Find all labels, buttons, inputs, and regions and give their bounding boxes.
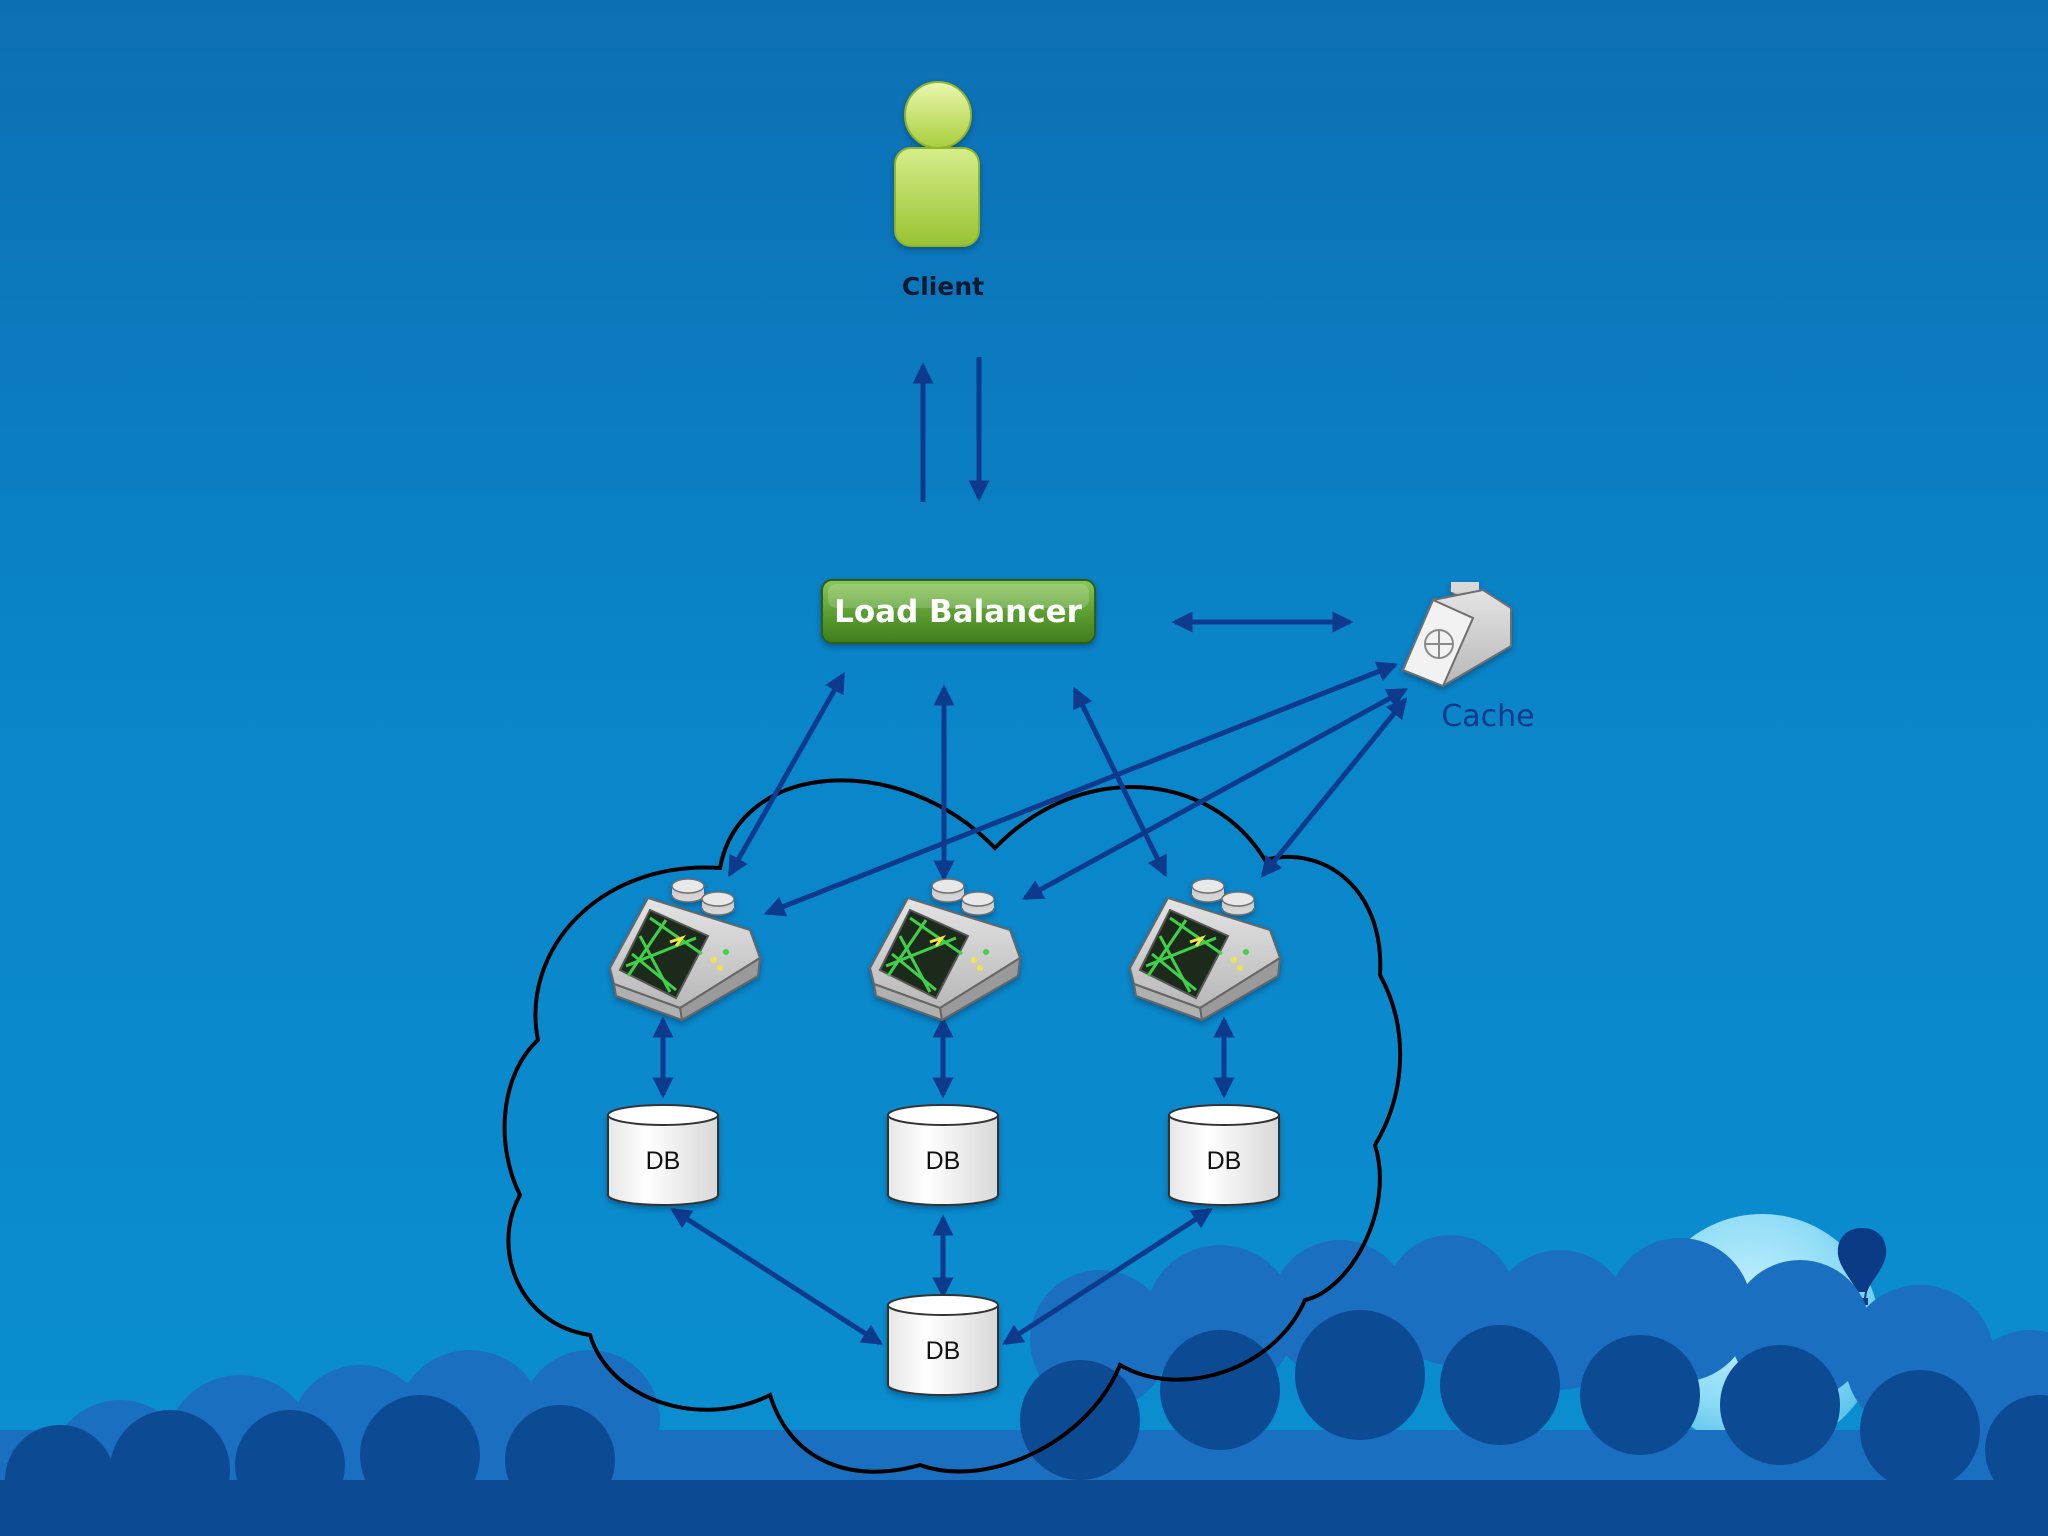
db-label: DB: [646, 1147, 681, 1175]
server-icon: [1128, 878, 1282, 1022]
db-3: DB: [1168, 1104, 1280, 1206]
arrow-cache-server-3: [1260, 697, 1408, 878]
db-1: DB: [607, 1104, 719, 1206]
connections: [652, 357, 1409, 1346]
db-label: DB: [1207, 1147, 1242, 1175]
server-2: [868, 878, 1022, 1022]
db-label: DB: [926, 1337, 961, 1365]
databases: DB DB DB DB: [607, 1104, 1280, 1396]
db-2: DB: [887, 1104, 999, 1206]
servers: [608, 878, 1282, 1022]
db-label: DB: [926, 1147, 961, 1175]
arrow-db3-db4: [1002, 1207, 1213, 1346]
load-balancer-label: Load Balancer: [834, 594, 1083, 630]
client-node: Client: [894, 81, 984, 301]
load-balancer-node[interactable]: Load Balancer: [821, 579, 1096, 644]
cache-node: Cache: [1401, 582, 1535, 734]
server-1: [608, 878, 762, 1022]
client-label: Client: [902, 272, 984, 301]
arrow-db1-db4: [670, 1207, 883, 1346]
cache-label: Cache: [1441, 699, 1534, 734]
server-3: [1128, 878, 1282, 1022]
server-icon: [868, 878, 1022, 1022]
db-4: DB: [887, 1294, 999, 1396]
foreground-clouds: [0, 1310, 2048, 1536]
person-icon: [894, 81, 980, 247]
server-icon: [608, 878, 762, 1022]
cache-device-icon: [1401, 582, 1512, 688]
